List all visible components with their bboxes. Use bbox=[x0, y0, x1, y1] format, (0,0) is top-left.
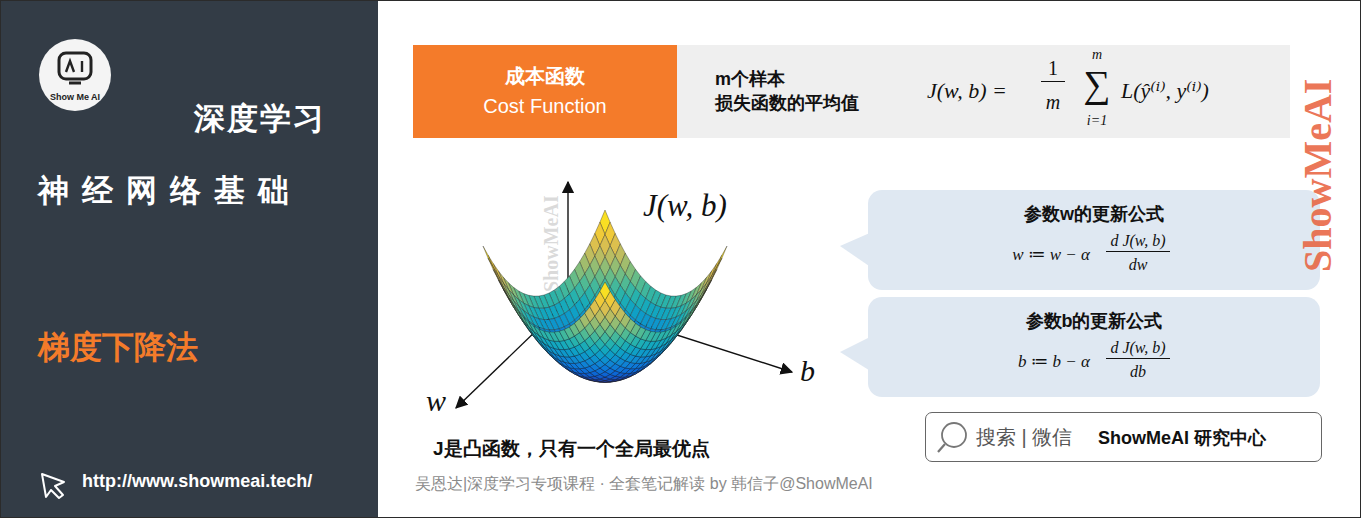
node-text: m个样本 损失函数的平均值 bbox=[715, 67, 885, 116]
surface-cell bbox=[498, 276, 508, 295]
callout-box: 参数b的更新公式 b ≔ b − α d J(w, b) db bbox=[868, 297, 1320, 397]
sidebar bbox=[0, 0, 378, 518]
surface-cell bbox=[514, 305, 524, 321]
surface-cell bbox=[676, 318, 686, 332]
cost-surface bbox=[483, 210, 727, 382]
surface-cell bbox=[493, 267, 503, 287]
axis-label: b bbox=[800, 354, 815, 388]
cursor-icon bbox=[42, 474, 64, 498]
surface-cell bbox=[707, 267, 717, 287]
watermark: ShowMeAI bbox=[1294, 79, 1341, 272]
axis-label: J(w, b) bbox=[643, 188, 727, 224]
chapter-name: 神经网络基础 bbox=[38, 170, 302, 212]
formula-part: J(w, b) = bbox=[927, 78, 1007, 104]
formula-part: dw bbox=[1129, 256, 1148, 274]
node-text: 搜索 | 微信 bbox=[976, 424, 1072, 451]
logo-badge: Show Me AI bbox=[39, 39, 111, 111]
watermark: ShowMeAI bbox=[540, 195, 563, 292]
formula-part: db bbox=[1130, 363, 1146, 381]
surface-cell bbox=[600, 282, 610, 300]
node-text: 参数b的更新公式 bbox=[1026, 309, 1163, 333]
formula-part: Cost Function bbox=[483, 95, 606, 118]
node-text: 成本函数 bbox=[505, 63, 585, 90]
surface-cell bbox=[488, 255, 498, 276]
formula-part: b ≔ b − α bbox=[1018, 351, 1090, 372]
formula-part: L(ŷ⁽ⁱ⁾, y⁽ⁱ⁾) bbox=[1121, 78, 1209, 104]
formula-part: ShowMeAI 研究中心 bbox=[1098, 426, 1266, 450]
surface-cell bbox=[483, 246, 493, 267]
surface-cell bbox=[524, 318, 534, 332]
surface-cell bbox=[503, 287, 513, 305]
formula-part: m bbox=[1092, 47, 1102, 63]
search-box: 搜索 | 微信 ShowMeAI 研究中心 bbox=[925, 412, 1322, 462]
search-icon bbox=[932, 413, 972, 461]
surface-cell bbox=[717, 246, 727, 267]
section-title: 梯度下降法 bbox=[38, 326, 198, 370]
node-text: Show Me AI bbox=[50, 92, 100, 102]
surface-cell bbox=[681, 312, 691, 327]
surface-cell bbox=[697, 287, 707, 305]
site-link: http://www.showmeai.tech/ bbox=[82, 471, 312, 492]
surface-cell bbox=[686, 305, 696, 321]
surface-cell bbox=[691, 294, 701, 311]
formula-part: m bbox=[1046, 91, 1060, 114]
course-name: 深度学习 bbox=[194, 98, 326, 140]
term-box: 成本函数 Cost Function bbox=[413, 45, 677, 138]
footer-credit: 吴恩达|深度学习专项课程 · 全套笔记解读 by 韩信子@ShowMeAI bbox=[415, 474, 873, 495]
callout-box: 参数w的更新公式 w ≔ w − α d J(w, b) dw bbox=[868, 190, 1320, 290]
axes bbox=[456, 182, 792, 408]
formula-part: d J(w, b) bbox=[1106, 232, 1169, 252]
surface-cell bbox=[712, 255, 722, 276]
axis-label: w bbox=[426, 384, 446, 418]
surface-cell bbox=[702, 276, 712, 295]
note: J是凸函数，只有一个全局最优点 bbox=[433, 436, 710, 462]
formula-part: i=1 bbox=[1087, 113, 1107, 129]
formula-part: ∑ bbox=[1083, 65, 1110, 103]
formula-part: d J(w, b) bbox=[1106, 339, 1169, 359]
surface-cell bbox=[519, 312, 529, 327]
definition-band: m个样本 损失函数的平均值 J(w, b) = 1 m ∑ m i=1 L(ŷ⁽ⁱ⁾, y⁽ⁱ… bbox=[677, 45, 1290, 138]
formula-part: 1 bbox=[1041, 57, 1065, 82]
node-text: 参数w的更新公式 bbox=[1024, 202, 1164, 226]
surface-cell bbox=[508, 294, 518, 311]
formula-part: w ≔ w − α bbox=[1012, 244, 1090, 265]
